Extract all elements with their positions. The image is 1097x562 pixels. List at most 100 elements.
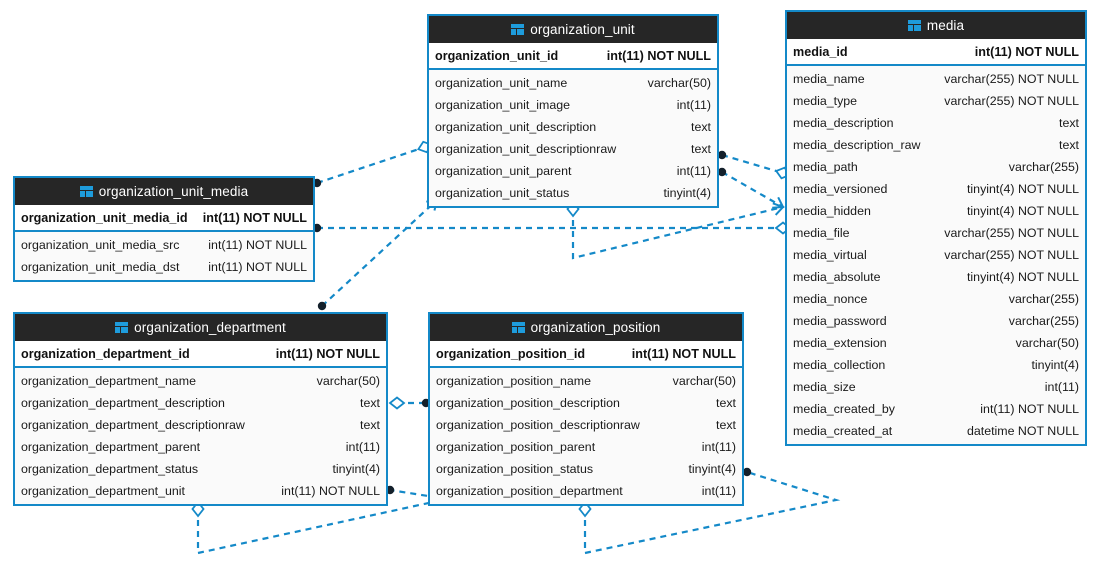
field-name: organization_position_department — [436, 484, 623, 498]
relationship-endpoint-arrow — [772, 196, 785, 209]
table-icon — [511, 322, 525, 333]
field-type: varchar(255) — [1008, 160, 1079, 174]
table-header-media[interactable]: media — [787, 12, 1085, 39]
field-type: varchar(255) NOT NULL — [944, 248, 1079, 262]
table-icon — [115, 322, 129, 333]
field-row[interactable]: media_description text — [787, 112, 1085, 134]
field-row[interactable]: media_path varchar(255) — [787, 156, 1085, 178]
field-type: text — [360, 396, 380, 410]
field-type: varchar(255) — [1008, 292, 1079, 306]
field-type: text — [691, 142, 711, 156]
table-title: organization_unit — [530, 22, 635, 37]
field-type: int(11) NOT NULL — [275, 346, 380, 361]
field-name: organization_unit_image — [435, 98, 571, 112]
field-name: media_description_raw — [793, 138, 921, 152]
relationship-endpoint-dot — [717, 150, 727, 160]
field-name: organization_department_name — [21, 374, 196, 388]
field-name: media_created_by — [793, 402, 895, 416]
table-header-organization_unit_media[interactable]: organization_unit_media — [15, 178, 313, 205]
field-type: varchar(255) NOT NULL — [944, 226, 1079, 240]
field-type: varchar(50) — [1015, 336, 1079, 350]
relationship-line-rel-ou-image-to-media — [721, 153, 784, 175]
field-row[interactable]: organization_department_name varchar(50) — [15, 370, 386, 392]
field-name: organization_unit_id — [435, 48, 559, 63]
field-type: text — [1059, 116, 1079, 130]
field-name: organization_unit_media_id — [21, 210, 188, 225]
field-name: organization_unit_parent — [435, 164, 572, 178]
relationship-endpoint-diamond — [388, 396, 406, 410]
field-row[interactable]: organization_unit_status tinyint(4) — [429, 182, 717, 204]
table-header-organization_department[interactable]: organization_department — [15, 314, 386, 341]
field-type: tinyint(4) — [688, 462, 736, 476]
table-header-organization_position[interactable]: organization_position — [430, 314, 742, 341]
field-name: media_password — [793, 314, 887, 328]
field-name: media_path — [793, 160, 858, 174]
relationship-endpoint-dot — [717, 167, 727, 177]
field-type: tinyint(4) — [332, 462, 380, 476]
field-name: media_description — [793, 116, 894, 130]
field-type: int(11) NOT NULL — [281, 484, 380, 498]
field-name: organization_position_parent — [436, 440, 596, 454]
field-name: organization_unit_status — [435, 186, 570, 200]
relationship-line-rel-ou-parent-to-media — [721, 171, 784, 208]
relationship-line-rel-ou-bottom-down — [571, 205, 784, 260]
field-type: varchar(50) — [316, 374, 380, 388]
field-type: text — [716, 396, 736, 410]
table-header-organization_unit[interactable]: organization_unit — [429, 16, 717, 43]
field-type: text — [360, 418, 380, 432]
field-row[interactable]: organization_unit_image int(11) — [429, 94, 717, 116]
field-type: int(11) — [676, 98, 711, 112]
field-name: organization_department_id — [21, 346, 190, 361]
field-name: organization_unit_name — [435, 76, 568, 90]
field-row[interactable]: media_nonce varchar(255) — [787, 288, 1085, 310]
field-name: media_nonce — [793, 292, 868, 306]
field-name: media_versioned — [793, 182, 888, 196]
primary-key-row[interactable]: organization_department_id int(11) NOT NU… — [15, 341, 386, 368]
field-type: tinyint(4) — [663, 186, 711, 200]
field-name: media_size — [793, 380, 856, 394]
field-type: datetime NOT NULL — [966, 424, 1079, 438]
field-name: organization_position_descriptionraw — [436, 418, 640, 432]
